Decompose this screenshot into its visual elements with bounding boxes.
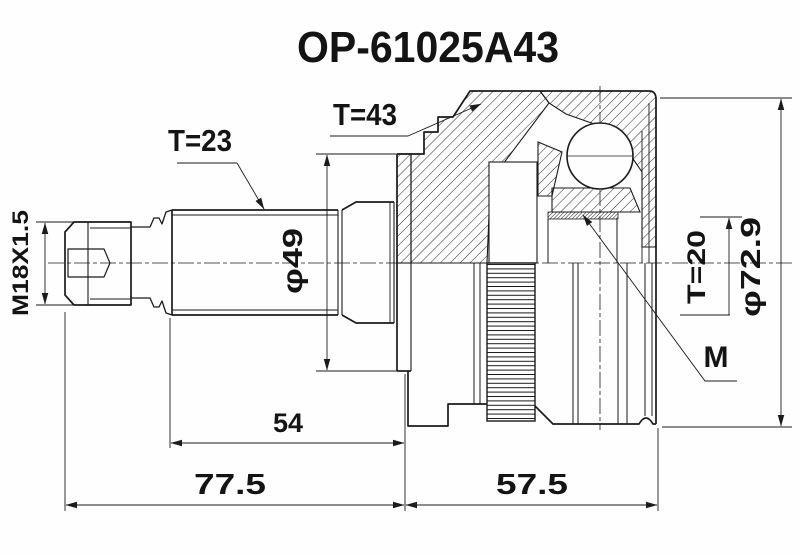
label-shaft-spline-teeth: T=23 (168, 123, 232, 158)
face-plate-section (396, 153, 412, 264)
collar-bottom (341, 314, 394, 324)
leader-lines (177, 103, 737, 382)
housing-bottom-right-profile (534, 405, 656, 425)
dim-shaft-diameter (316, 153, 397, 372)
label-outer-spline-teeth: T=43 (333, 97, 397, 132)
collar-top (341, 201, 394, 211)
shaft-outline (64, 201, 395, 324)
neck-top (131, 209, 173, 228)
dim-text-shaft-diameter: φ49 (277, 228, 308, 294)
dim-text-54: 54 (273, 408, 303, 438)
dim-text-57-5: 57.5 (496, 469, 568, 501)
label-thread-spec: M18X1.5 (8, 210, 33, 316)
cotter-pin-tab (67, 248, 111, 278)
annotations: OP-61025A43 T=23 T=43 M18X1.5 φ49 T=20 φ… (8, 23, 766, 501)
neck-bottom (131, 297, 173, 316)
inner-race-section (551, 187, 641, 213)
dim-54 (169, 318, 406, 511)
ball-bearing (566, 122, 634, 190)
abs-tone-ring (486, 262, 536, 422)
part-number-title: OP-61025A43 (297, 23, 559, 72)
dim-text-outer-diameter: φ72.9 (735, 217, 766, 317)
threaded-stub (64, 221, 132, 306)
label-abs-ring-teeth: T=20 (683, 230, 711, 304)
dim-ring-teeth (680, 216, 742, 316)
dimension-lines (36, 97, 792, 511)
housing-top-profile (397, 90, 657, 424)
housing-outline (396, 90, 657, 427)
dim-outer-diameter (660, 97, 792, 428)
dim-77-5 (64, 312, 659, 511)
dim-thread (36, 221, 92, 306)
dim-text-77-5: 77.5 (194, 469, 266, 501)
ring-groove (488, 161, 538, 264)
housing-bottom-left-profile (407, 371, 487, 427)
label-module-mark: M (704, 341, 729, 374)
